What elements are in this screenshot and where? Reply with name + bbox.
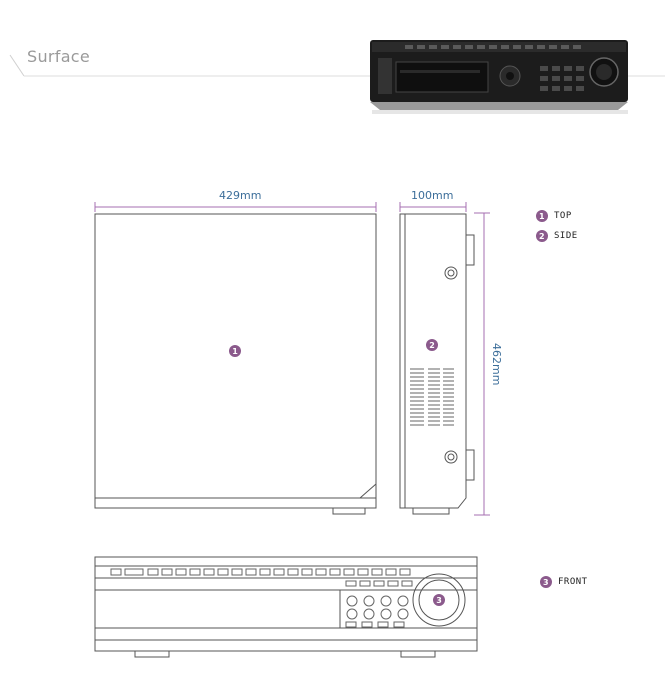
legend-badge-front: 3 bbox=[540, 576, 552, 588]
depth-dimension-line bbox=[474, 212, 490, 516]
legend-badge-side: 2 bbox=[536, 230, 548, 242]
front-view-badge: 3 bbox=[433, 594, 445, 606]
legend-item-top: 1 TOP bbox=[536, 210, 572, 222]
front-view bbox=[94, 556, 478, 658]
side-view-badge: 2 bbox=[426, 339, 438, 351]
depth-dimension-label: 462mm bbox=[490, 343, 503, 386]
width-dimension-line bbox=[94, 202, 377, 212]
front-keypad bbox=[345, 580, 413, 628]
top-view-badge: 1 bbox=[229, 345, 241, 357]
front-top-buttons bbox=[110, 568, 411, 576]
side-width-dimension-label: 100mm bbox=[411, 189, 454, 202]
legend-badge-top: 1 bbox=[536, 210, 548, 222]
top-view bbox=[94, 213, 377, 515]
side-vent-grille bbox=[410, 368, 454, 426]
legend-label-top: TOP bbox=[554, 211, 572, 221]
legend-label-front: FRONT bbox=[558, 577, 588, 587]
section-title: Surface bbox=[27, 47, 91, 66]
product-photo bbox=[370, 40, 628, 114]
width-dimension-label: 429mm bbox=[219, 189, 262, 202]
title-slash bbox=[9, 54, 25, 77]
legend-item-front: 3 FRONT bbox=[540, 576, 588, 588]
legend-item-side: 2 SIDE bbox=[536, 230, 578, 242]
side-view bbox=[399, 213, 475, 515]
side-width-dimension-line bbox=[399, 202, 467, 212]
legend-label-side: SIDE bbox=[554, 231, 578, 241]
